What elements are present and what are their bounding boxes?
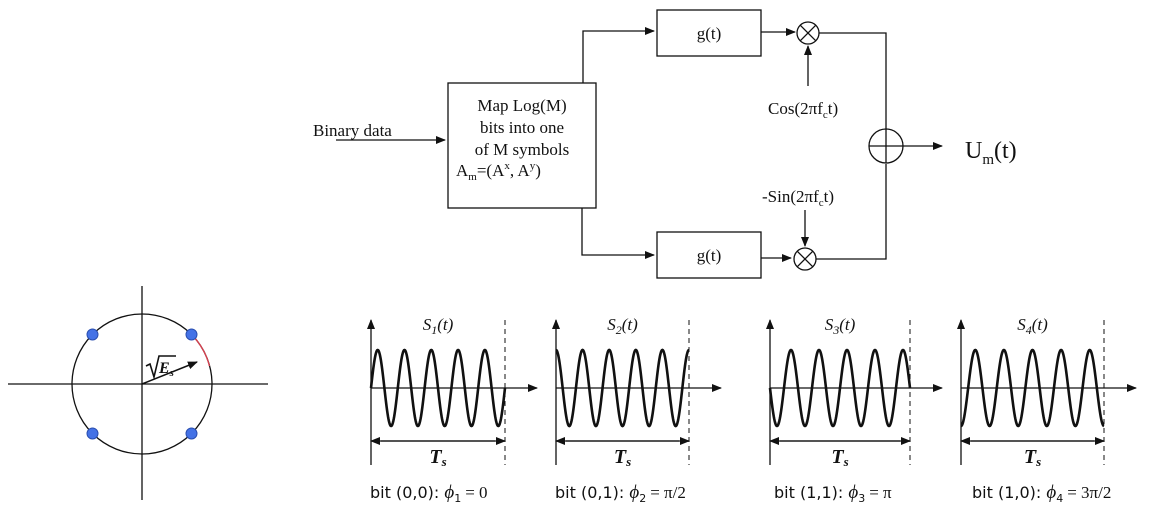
bottom-to-sum-wire xyxy=(816,164,887,260)
waveform-signal xyxy=(555,348,690,428)
cos-carrier-label: Cos(2πfct) xyxy=(768,99,838,121)
waveform-panel-2: S2(t) Ts bit (0,1): ϕ2= π/2 xyxy=(552,315,722,505)
phase-caption: bit (0,0): ϕ1= 0 xyxy=(370,482,488,505)
waveform-panel-4: S4(t) Ts bit (1,0): ϕ4= 3π/2 xyxy=(957,315,1137,505)
period-label: Ts xyxy=(831,446,848,469)
phase-caption: bit (0,1): ϕ2= π/2 xyxy=(555,482,686,505)
block-diagram-labels: Binary data Map Log(M) bits into one of … xyxy=(313,24,1017,265)
waveform-title: S1(t) xyxy=(423,315,454,337)
filter-bottom-box xyxy=(656,231,762,279)
period-label: Ts xyxy=(429,446,446,469)
filter-top-box xyxy=(656,9,762,57)
waveform-title: S2(t) xyxy=(607,315,638,337)
filter-top-label: g(t) xyxy=(697,24,722,43)
constellation: Es xyxy=(8,286,268,500)
waveform-title: S4(t) xyxy=(1017,315,1048,337)
filter-bottom-label: g(t) xyxy=(697,246,722,265)
mapper-box xyxy=(447,82,597,209)
phase-caption: bit (1,1): ϕ3= π xyxy=(774,482,892,505)
top-branch-wire xyxy=(582,27,655,83)
waveform-panel-1: S1(t) Ts bit (0,0): ϕ1= 0 xyxy=(367,315,538,505)
waveform-signal xyxy=(768,348,912,428)
constellation-points xyxy=(86,328,198,440)
period-label: Ts xyxy=(614,446,631,469)
output-label: Um(t) xyxy=(965,138,1017,168)
mapper-line-1: Map Log(M) xyxy=(477,96,566,115)
sin-carrier-label: -Sin(2πfct) xyxy=(762,187,834,209)
radius-label: Es xyxy=(145,355,176,381)
radius-vector xyxy=(141,361,198,385)
svg-text:Es: Es xyxy=(158,360,174,379)
period-label: Ts xyxy=(1024,446,1041,469)
waveform-panel-3: S3(t) Ts bit (1,1): ϕ3= π xyxy=(766,315,943,505)
mapper-symbol: Am=(Ax, Ay) xyxy=(456,160,541,183)
mapper-line-3: of M symbols xyxy=(475,140,569,159)
sqrt-sign xyxy=(145,355,176,381)
waveform-signal xyxy=(960,348,1105,428)
waveform-signal xyxy=(369,348,507,428)
input-label: Binary data xyxy=(313,121,392,140)
mapper-line-2: bits into one xyxy=(480,118,564,137)
bottom-branch-wire xyxy=(581,208,655,259)
top-to-sum-wire xyxy=(819,32,887,129)
constellation-point-2 xyxy=(86,328,99,341)
waveform-title: S3(t) xyxy=(825,315,856,337)
phase-caption: bit (1,0): ϕ4= 3π/2 xyxy=(972,482,1111,505)
block-diagram xyxy=(336,9,943,279)
constellation-point-1 xyxy=(185,328,198,341)
constellation-point-3 xyxy=(86,427,99,440)
waveforms: S1(t) Ts bit (0,0): ϕ1= 0 S2(t) Ts bit (0,1):… xyxy=(367,315,1137,505)
constellation-circle xyxy=(71,313,213,455)
constellation-point-4 xyxy=(185,427,198,440)
